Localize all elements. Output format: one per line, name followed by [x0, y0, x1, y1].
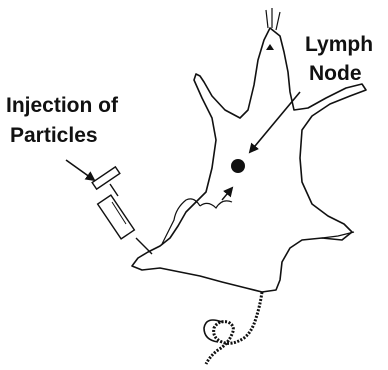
lymph-node-label-line2: Node — [309, 62, 362, 85]
whisker-lines — [266, 8, 280, 30]
injection-label-line1: Injection of — [6, 94, 118, 117]
syringe-icon — [92, 167, 152, 254]
injection-label-line2: Particles — [10, 124, 98, 147]
injection-arrow — [66, 160, 94, 180]
mouse-tail — [206, 292, 262, 364]
lymph-node-dot — [231, 159, 245, 173]
lymph-node-label-line1: Lymph — [305, 33, 373, 56]
